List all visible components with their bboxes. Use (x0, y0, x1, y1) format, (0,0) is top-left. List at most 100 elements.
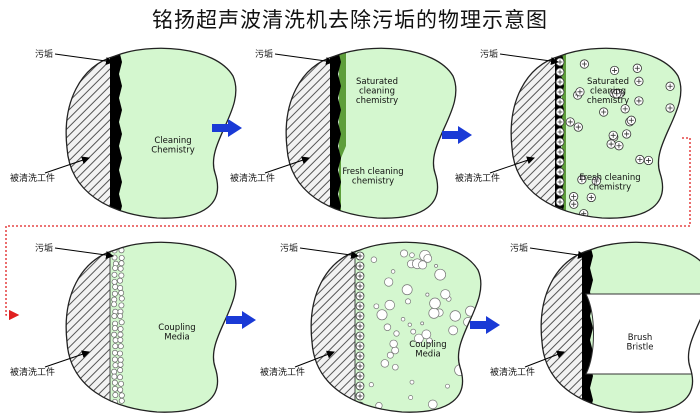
coupling-particle (118, 380, 125, 387)
plus-particle (355, 361, 365, 371)
plus-particle (665, 81, 675, 91)
dirt-label: 污垢 (35, 48, 53, 60)
dirt-pointer (299, 247, 359, 260)
coupling-particle (111, 373, 118, 380)
coupling-particle (112, 325, 118, 332)
plus-particle (579, 59, 589, 69)
cavitation-bubble (400, 249, 409, 258)
cavitation-bubble (373, 303, 380, 310)
dirt-layer (110, 48, 122, 219)
plus-particle (555, 87, 565, 97)
dirt-label: 污垢 (480, 48, 498, 60)
coupling-particle (111, 368, 118, 375)
dirt-layer (582, 242, 593, 413)
plus-particle (575, 87, 585, 97)
coupling-particle (112, 343, 119, 350)
workpiece-pointer (264, 156, 310, 174)
plus-particle (355, 261, 365, 271)
coupling-particle (111, 290, 118, 297)
plus-particle (555, 167, 565, 177)
coupling-particle (111, 271, 118, 278)
coupling-particle (118, 254, 125, 261)
cavitation-bubble (409, 379, 415, 385)
dirt-label: 污垢 (510, 242, 528, 254)
dirt-pointer (274, 53, 334, 66)
step-arrow-2 (442, 126, 472, 144)
cavitation-bubble (409, 252, 415, 258)
cavitation-bubble (448, 325, 459, 336)
plus-particle (634, 96, 644, 106)
cavitation-bubble (383, 323, 392, 331)
cavitation-bubble (408, 395, 414, 401)
coupling-particle (118, 272, 125, 279)
workpiece-label: 被清洗工件 (10, 172, 55, 184)
dirt-label: 污垢 (35, 242, 53, 254)
coupling-particle (118, 319, 125, 326)
cavitation-bubble (407, 322, 412, 327)
dirt-pointer (54, 247, 114, 260)
dirt-label: 污垢 (280, 242, 298, 254)
plus-particle (565, 117, 575, 127)
workpiece-pointer (524, 350, 565, 368)
coupling-particle (118, 295, 125, 302)
panel-outline (510, 47, 682, 219)
plus-particle (577, 175, 587, 185)
plus-particle (555, 107, 565, 117)
plus-particle (555, 97, 565, 107)
coupling-particle (118, 397, 125, 404)
dirt-pointer (499, 53, 559, 66)
coupling-particle (112, 385, 119, 392)
coupling-particle (117, 326, 124, 332)
coupling-particle (118, 289, 125, 296)
coupling-particle (117, 343, 124, 350)
coupling-particle (112, 404, 118, 411)
plus-particle (620, 104, 630, 114)
coupling-particle (118, 260, 125, 267)
cavitation-bubble (368, 382, 374, 388)
plus-particle (555, 187, 565, 197)
panel-outline (540, 241, 700, 413)
cavitation-bubble (410, 328, 417, 335)
plus-particle (573, 122, 583, 132)
plus-particle (665, 103, 675, 113)
dirt-label: 污垢 (255, 48, 273, 60)
cavitation-bubble (392, 363, 399, 371)
cavitation-bubble (449, 310, 461, 322)
cavitation-bubble (370, 256, 378, 263)
cavitation-bubble (405, 298, 411, 305)
cavitation-bubble (391, 346, 399, 355)
cavitation-bubble (380, 359, 390, 368)
coupling-particle (117, 331, 124, 338)
plus-particle (555, 77, 565, 87)
coupling-particle (111, 301, 117, 308)
coupling-particle (117, 265, 124, 272)
plus-particle (355, 271, 365, 281)
cavitation-bubble (434, 264, 438, 268)
plus-particle (355, 301, 365, 311)
plus-particle (622, 129, 632, 139)
workpiece-label: 被清洗工件 (10, 366, 55, 378)
page-title: 铭扬超声波清洗机去除污垢的物理示意图 (152, 8, 548, 32)
plus-particle (591, 176, 601, 186)
plus-particle (569, 199, 579, 209)
plus-particle (555, 147, 565, 157)
dirt-pointer (529, 247, 586, 259)
coupling-particle (112, 392, 119, 398)
cavitation-bubble (440, 289, 451, 300)
cavitation-bubble (390, 269, 396, 274)
cavitation-bubble (418, 260, 428, 270)
plus-particle (355, 341, 365, 351)
coupling-particle (117, 313, 124, 319)
plus-particle (632, 63, 642, 73)
